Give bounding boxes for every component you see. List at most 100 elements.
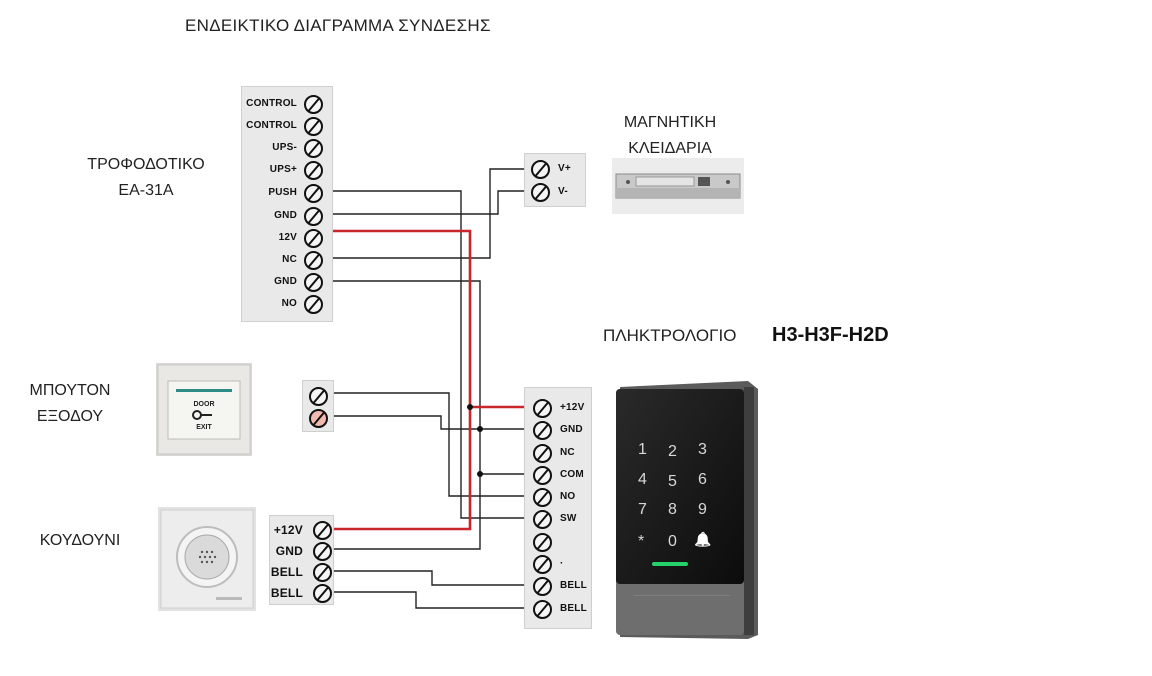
lock-label: ΜΑΓΝΗΤΙΚΗ ΚΛΕΙΔΑΡΙΑ [602, 110, 738, 162]
screw-terminal-icon [533, 533, 552, 552]
junction-dot [467, 404, 473, 410]
psu-terminal-label: GND [274, 276, 297, 287]
wire-12v-keypad [318, 229, 535, 409]
screw-terminal-icon [304, 95, 323, 114]
wire-12v-bell [330, 407, 472, 531]
keypad-terminal-label: BELL [560, 580, 587, 591]
doorbell-terminal-block: +12V GND BELL BELL [269, 515, 334, 605]
screw-terminal-icon [304, 161, 323, 180]
keypad-key: 4 [638, 471, 647, 488]
psu-terminal-label: 12V [278, 232, 297, 243]
screw-terminal-icon [309, 387, 328, 406]
lock-terminal-block: V+ V- [524, 153, 586, 207]
exit-button-image: DOOR EXIT [156, 363, 252, 456]
doorbell-image [158, 507, 256, 611]
wire-bell-1 [330, 570, 535, 586]
screw-terminal-icon [533, 466, 552, 485]
screw-terminal-icon [313, 584, 332, 603]
keypad-terminal-label: NC [560, 447, 575, 458]
doorbell-label: ΚΟΥΔΟΥΝΙ [39, 532, 121, 549]
psu-terminal-label: CONTROL [246, 98, 297, 109]
screw-terminal-icon [533, 600, 552, 619]
keypad-key: 2 [668, 443, 677, 460]
doorbell-icon [160, 509, 254, 609]
screw-terminal-icon [531, 160, 550, 179]
screw-terminal-icon [313, 563, 332, 582]
psu-label-name: ΤΡΟΦΟΔΟΤΙΚΟ [87, 156, 205, 173]
keypad-key: 9 [698, 501, 707, 518]
wire-push-sw [318, 190, 535, 519]
wire-bell-2 [330, 591, 535, 609]
doorbell-terminal-label: +12V [273, 523, 303, 537]
screw-terminal-icon [313, 521, 332, 540]
keypad-terminal-block: +12V GND NC COM NO SW · BELL BELL [524, 387, 592, 629]
doorbell-terminal-label: BELL [270, 586, 303, 600]
psu-terminal-label: GND [274, 210, 297, 221]
exit-button-terminal-block [302, 380, 334, 432]
keypad-terminal-label: NO [560, 491, 576, 502]
psu-terminal-label: PUSH [268, 187, 297, 198]
wire-gnd-keypad [318, 280, 535, 430]
keypad-key: 8 [668, 501, 677, 518]
keypad-device-image: 1 2 3 4 5 6 7 8 9 * 0 🔔 [612, 379, 758, 639]
diagram-title: ΕΝΔΕΙΚΤΙΚΟ ΔΙΑΓΡΑΜΜΑ ΣΥΝΔΕΣΗΣ [185, 16, 491, 35]
junction-dot [477, 471, 483, 477]
screw-terminal-icon [313, 542, 332, 561]
screw-terminal-icon [304, 251, 323, 270]
keypad-key: 3 [698, 441, 707, 458]
psu-label: ΤΡΟΦΟΔΟΤΙΚΟ EA-31A [66, 152, 226, 204]
keypad-terminal-label: BELL [560, 603, 587, 614]
exit-plate-bottom: EXIT [196, 424, 212, 431]
screw-terminal-icon [304, 184, 323, 203]
lock-terminal-label: V+ [558, 163, 571, 174]
screw-terminal-icon [304, 117, 323, 136]
wire-gnd-lock [318, 190, 535, 215]
psu-terminal-label: UPS- [272, 142, 297, 153]
keypad-key: 5 [668, 473, 677, 490]
screw-terminal-icon [309, 409, 328, 428]
exit-button-label-line2: ΕΞΟΔΟΥ [36, 408, 104, 425]
screw-terminal-icon [304, 273, 323, 292]
screw-terminal-icon [533, 488, 552, 507]
keypad-terminal-label: COM [560, 469, 584, 480]
lock-terminal-label: V- [558, 186, 568, 197]
lock-label-line1: ΜΑΓΝΗΤΙΚΗ [623, 114, 717, 131]
psu-label-model: EA-31A [118, 182, 174, 199]
screw-terminal-icon [533, 421, 552, 440]
screw-terminal-icon [533, 510, 552, 529]
lock-label-line2: ΚΛΕΙΔΑΡΙΑ [628, 140, 712, 157]
wire-nc-lock [318, 168, 535, 259]
doorbell-terminal-label: BELL [270, 565, 303, 579]
screw-terminal-icon [533, 444, 552, 463]
exit-button-label-line1: ΜΠΟΥΤΟΝ [29, 382, 111, 399]
keypad-key: 1 [638, 441, 647, 458]
keypad-label: ΠΛΗΚΤΡΟΛΟΓΙΟ [603, 326, 737, 345]
junction-dot [477, 426, 483, 432]
magnetic-lock-image [612, 158, 744, 214]
screw-terminal-icon [531, 183, 550, 202]
keypad-key: 6 [698, 471, 707, 488]
screw-terminal-icon [304, 139, 323, 158]
keypad-terminal-label: GND [560, 424, 583, 435]
exit-button-label: ΜΠΟΥΤΟΝ ΕΞΟΔΟΥ [10, 378, 130, 430]
doorbell-terminal-label: GND [275, 544, 303, 558]
psu-terminal-block: CONTROL CONTROL UPS- UPS+ PUSH GND 12V N… [241, 86, 333, 322]
keypad-device-icon [616, 381, 758, 639]
screw-terminal-icon [304, 229, 323, 248]
screw-terminal-icon [533, 577, 552, 596]
psu-terminal-label: NO [281, 298, 297, 309]
psu-terminal-label: NC [282, 254, 297, 265]
screw-terminal-icon [533, 555, 552, 574]
exit-button-icon: DOOR EXIT [157, 364, 251, 455]
keypad-key: 7 [638, 501, 647, 518]
keypad-key: * [638, 533, 645, 550]
wire-exit-2 [318, 415, 480, 430]
screw-terminal-icon [304, 295, 323, 314]
keypad-terminal-label: SW [560, 513, 577, 524]
keypad-model: H3-H3F-H2D [772, 324, 889, 346]
wire-bell-gnd [330, 474, 481, 550]
psu-terminal-label: CONTROL [246, 120, 297, 131]
psu-terminal-label: UPS+ [269, 164, 297, 175]
keypad-terminal-label: · [560, 558, 564, 569]
